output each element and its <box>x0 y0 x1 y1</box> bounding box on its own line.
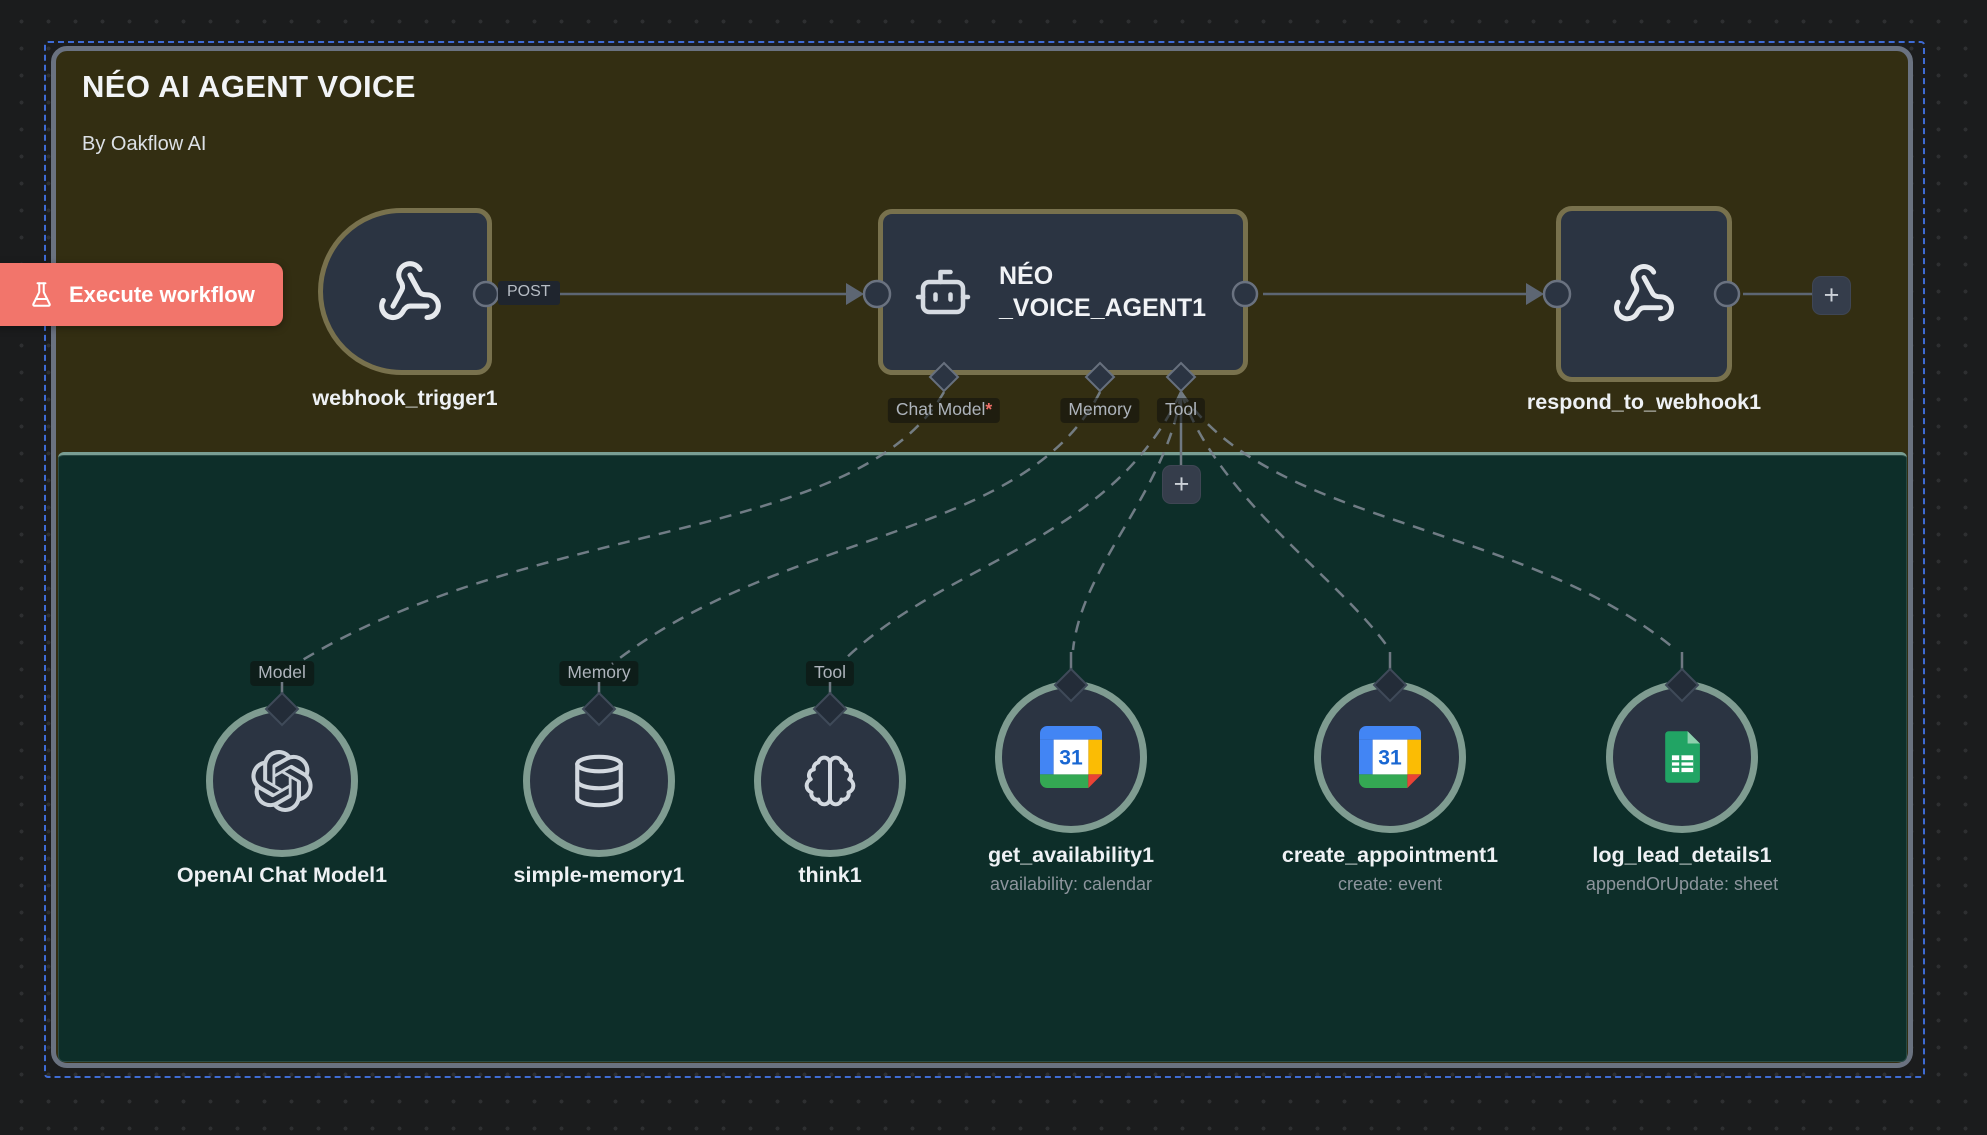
node-circle[interactable] <box>206 705 358 857</box>
node-label: create_appointment1 <box>1281 843 1499 867</box>
node-ai-agent[interactable]: NÉO _VOICE_AGENT1 <box>878 209 1248 375</box>
bot-icon <box>915 269 971 315</box>
plus-icon: + <box>1173 469 1190 499</box>
agent-name-line2: _VOICE_AGENT1 <box>999 294 1207 322</box>
node-label: get_availability1 <box>987 843 1155 867</box>
port-chip-memory: Memory <box>559 661 639 686</box>
node-label: OpenAI Chat Model1 <box>176 863 388 887</box>
node-webhook-trigger[interactable] <box>318 208 492 375</box>
brain-icon <box>804 755 856 807</box>
node-get-availability[interactable]: 31 get_availability1 availability: calen… <box>988 681 1154 894</box>
required-marker: * <box>985 399 993 419</box>
agent-name-line1: NÉO <box>999 261 1054 290</box>
add-node-button[interactable]: + <box>1812 276 1851 315</box>
node-log-lead-details[interactable]: log_lead_details1 appendOrUpdate: sheet <box>1586 681 1778 894</box>
node-circle[interactable] <box>754 705 906 857</box>
node-circle[interactable]: 31 <box>1314 681 1466 833</box>
google-sheets-icon <box>1665 731 1700 783</box>
calendar-day-text: 31 <box>1059 746 1083 769</box>
node-respond-webhook[interactable] <box>1556 206 1732 382</box>
node-circle[interactable] <box>523 705 675 857</box>
google-calendar-icon: 31 <box>1040 726 1102 788</box>
sticky-title: NÉO AI AGENT VOICE <box>82 69 416 104</box>
port-chip-model: Model <box>250 661 314 686</box>
port-chip-tool: Tool <box>805 661 855 686</box>
node-create-appointment[interactable]: 31 create_appointment1 create: event <box>1282 681 1498 894</box>
node-circle[interactable] <box>1606 681 1758 833</box>
node-label: think1 <box>798 863 862 887</box>
node-openai-chat-model[interactable]: Model OpenAI Chat Model1 <box>177 661 387 887</box>
port-label-memory: Memory <box>1060 398 1140 423</box>
database-icon <box>575 754 623 808</box>
calendar-day-text: 31 <box>1378 746 1402 769</box>
node-sublabel: availability: calendar <box>989 874 1153 894</box>
sticky-subtitle: By Oakflow AI <box>82 133 207 155</box>
node-label: log_lead_details1 <box>1592 843 1772 867</box>
node-label: simple-memory1 <box>513 863 685 887</box>
execute-workflow-label: Execute workflow <box>69 281 255 307</box>
node-sublabel: create: event <box>1337 874 1443 894</box>
openai-logo-icon <box>251 750 313 812</box>
node-think[interactable]: Tool think1 <box>754 661 906 887</box>
execute-workflow-button[interactable]: Execute workflow <box>0 263 283 326</box>
connection-label-post: POST <box>498 281 560 305</box>
flask-icon <box>32 282 51 307</box>
google-calendar-icon: 31 <box>1359 726 1421 788</box>
webhook-icon <box>1614 264 1674 322</box>
webhook-icon <box>379 260 441 320</box>
node-label-respond: respond_to_webhook1 <box>1526 390 1762 414</box>
node-label-trigger: webhook_trigger1 <box>312 386 498 410</box>
node-sublabel: appendOrUpdate: sheet <box>1585 874 1779 894</box>
node-simple-memory[interactable]: Memory simple-memory1 <box>514 661 684 887</box>
node-circle[interactable]: 31 <box>995 681 1147 833</box>
port-label-chat-model: Chat Model* <box>887 398 1001 423</box>
port-label-tool: Tool <box>1156 398 1206 423</box>
add-tool-button[interactable]: + <box>1162 465 1201 504</box>
plus-icon: + <box>1823 280 1840 310</box>
agent-name: NÉO _VOICE_AGENT1 <box>999 260 1206 325</box>
port-label-text: Chat Model <box>895 399 986 419</box>
